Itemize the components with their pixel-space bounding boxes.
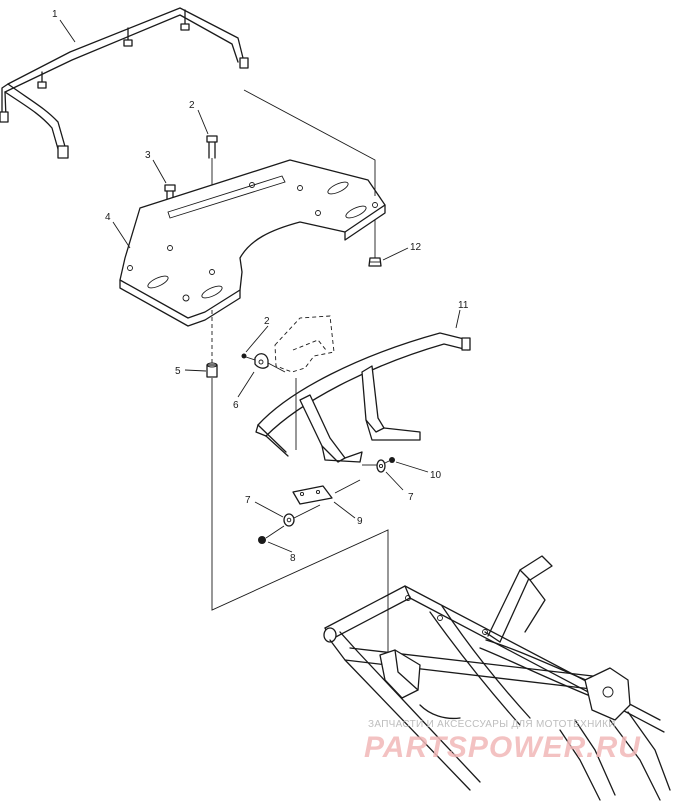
- plate-part-9: [292, 479, 361, 505]
- callout-10: 10: [430, 470, 442, 481]
- callout-12: 12: [410, 242, 422, 253]
- callout-2-top: 2: [189, 100, 195, 111]
- callout-labels: 1 2 3 4 12 11 2 5 6 10 7 7 9 8: [52, 9, 469, 564]
- assembly-line-rail-to-plate: [243, 89, 376, 196]
- callout-3: 3: [145, 150, 151, 161]
- bolt-part-12: [368, 220, 382, 267]
- watermark-logo: PARTSPOWER.RU: [364, 731, 641, 764]
- spacer-part-5: [206, 362, 218, 378]
- callout-7-left: 7: [245, 495, 251, 506]
- callout-9: 9: [357, 516, 363, 527]
- callout-11: 11: [458, 300, 469, 311]
- vehicle-frame: [323, 555, 671, 801]
- nut-washer-part-10-7: [362, 457, 395, 473]
- callout-4: 4: [105, 212, 111, 223]
- callout-leaders: [59, 19, 461, 553]
- callout-7-right: 7: [408, 492, 414, 503]
- callout-1: 1: [52, 9, 58, 20]
- bracket-part-6: [241, 315, 335, 450]
- watermark: ЗАПЧАСТИ И АКСЕССУАРЫ ДЛЯ МОТОТЕХНИКИ PA…: [364, 719, 641, 764]
- rack-plate-part-4: [119, 159, 386, 327]
- watermark-tagline: ЗАПЧАСТИ И АКСЕССУАРЫ ДЛЯ МОТОТЕХНИКИ: [368, 719, 616, 730]
- callout-6: 6: [233, 400, 239, 411]
- callout-2-mid: 2: [264, 316, 270, 327]
- callout-8: 8: [290, 553, 296, 564]
- washer-bolt-part-7-8: [258, 504, 321, 544]
- bumper-bar-part-11: [255, 332, 471, 463]
- rail-tube-part-1: [0, 7, 249, 159]
- callout-5: 5: [175, 366, 181, 377]
